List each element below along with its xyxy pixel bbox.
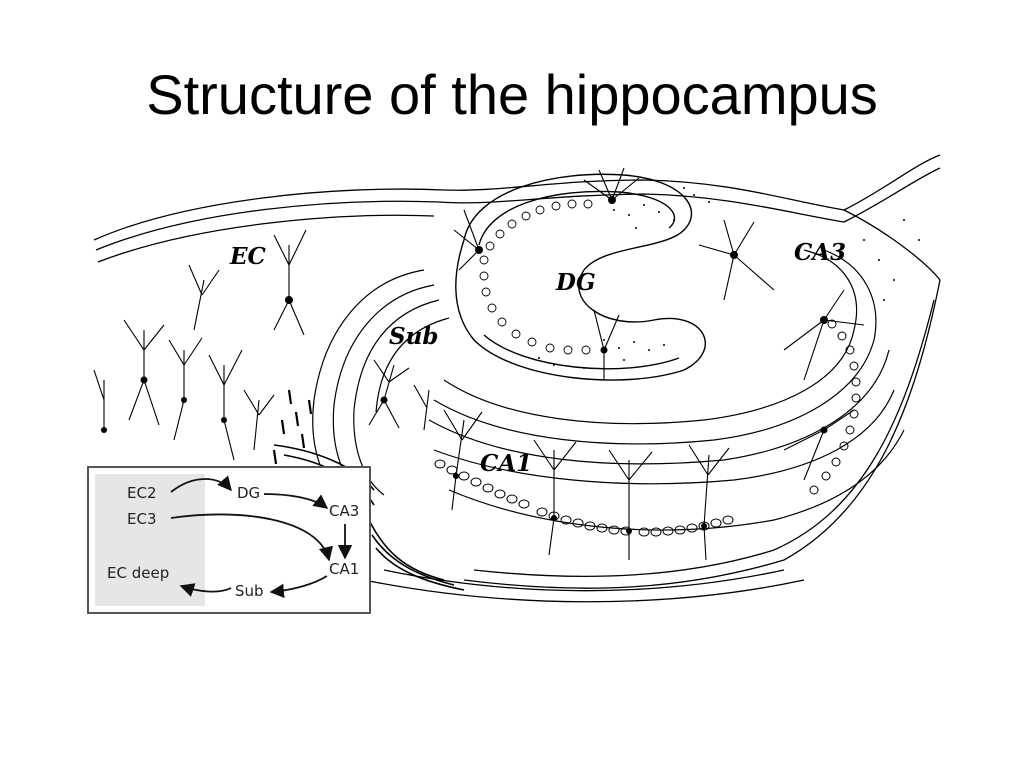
node-ec3: EC3 <box>127 510 157 528</box>
arrow-ca1-sub <box>269 575 328 599</box>
circuit-inset: EC2 EC3 DG CA3 CA1 Sub EC deep <box>87 466 371 614</box>
node-ca1: CA1 <box>329 560 359 578</box>
dg-granule-layer <box>479 199 593 355</box>
region-label-ca3: CA3 <box>794 239 846 266</box>
ec-cell-bodies <box>101 296 293 433</box>
node-dg: DG <box>237 484 260 502</box>
ca3-cell-bodies <box>730 251 828 434</box>
ca1-cell-bodies <box>453 473 707 534</box>
ca1-neurons <box>443 409 730 561</box>
circuit-diagram: EC2 EC3 DG CA3 CA1 Sub EC deep <box>95 474 359 606</box>
ammons-horn-layers <box>428 249 905 531</box>
node-ec2: EC2 <box>127 484 157 502</box>
region-label-ec: EC <box>229 243 267 270</box>
fiber-dashes <box>272 389 313 465</box>
arrow-dg-ca3 <box>263 493 329 509</box>
dg-cell-bodies <box>475 196 616 354</box>
region-label-sub: Sub <box>389 323 438 350</box>
sub-cell-body <box>380 396 388 404</box>
region-label-ca1: CA1 <box>480 450 532 477</box>
region-label-dg: DG <box>555 269 596 296</box>
dg-neurons <box>453 167 640 380</box>
arrow-sub-ecdeep <box>179 583 232 597</box>
arrow-ec3-ca1 <box>170 513 333 562</box>
ec-neurons <box>93 229 307 461</box>
node-sub: Sub <box>235 582 264 600</box>
arrow-ec2-dg <box>170 475 232 493</box>
sub-neurons <box>368 359 430 431</box>
ca3-neurons <box>698 219 865 481</box>
hippocampus-illustration: EC DG CA3 Sub CA1 <box>93 154 941 603</box>
node-ec-deep: EC deep <box>107 564 169 582</box>
node-ca3: CA3 <box>329 502 359 520</box>
hippocampus-drawing: EC DG CA3 Sub CA1 <box>84 150 944 620</box>
dentate-gyrus-outline <box>455 173 706 381</box>
slide-title: Structure of the hippocampus <box>146 63 878 126</box>
circuit-arrows <box>170 475 353 599</box>
dg-stipple <box>538 187 920 369</box>
